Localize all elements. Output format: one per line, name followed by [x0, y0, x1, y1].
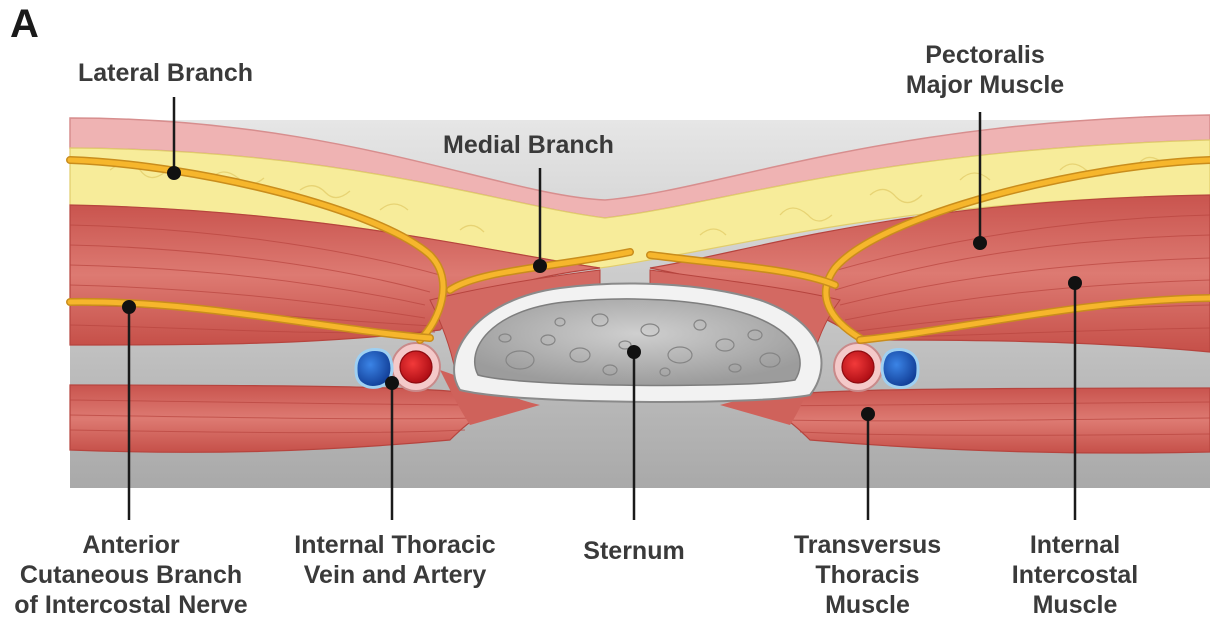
label-pectoralis-line1: Pectoralis	[890, 40, 1080, 70]
vein-right	[882, 350, 918, 388]
dot-thoracic	[385, 376, 399, 390]
label-thoracic: Internal Thoracic Vein and Artery	[275, 530, 515, 590]
label-transversus-line3: Muscle	[780, 590, 955, 620]
label-thoracic-line1: Internal Thoracic	[275, 530, 515, 560]
label-intercostal-line3: Muscle	[1005, 590, 1145, 620]
label-lateral-branch: Lateral Branch	[78, 58, 253, 88]
label-anterior: Anterior Cutaneous Branch of Intercostal…	[0, 530, 262, 620]
label-transversus-line2: Thoracis	[780, 560, 955, 590]
dot-transversus	[861, 407, 875, 421]
dot-pectoralis	[973, 236, 987, 250]
label-anterior-line1: Anterior	[0, 530, 262, 560]
dot-anterior	[122, 300, 136, 314]
label-intercostal-line2: Intercostal	[1005, 560, 1145, 590]
label-intercostal: Internal Intercostal Muscle	[1005, 530, 1145, 620]
label-thoracic-line2: Vein and Artery	[275, 560, 515, 590]
label-transversus-line1: Transversus	[780, 530, 955, 560]
artery-left	[400, 351, 432, 383]
dot-lateral-branch	[167, 166, 181, 180]
label-sternum: Sternum	[574, 536, 694, 566]
artery-right	[842, 351, 874, 383]
label-anterior-line2: Cutaneous Branch	[0, 560, 262, 590]
label-anterior-line3: of Intercostal Nerve	[0, 590, 262, 620]
dot-medial-branch	[533, 259, 547, 273]
label-transversus: Transversus Thoracis Muscle	[780, 530, 955, 620]
label-intercostal-line1: Internal	[1005, 530, 1145, 560]
dot-intercostal	[1068, 276, 1082, 290]
label-medial-branch: Medial Branch	[443, 130, 614, 160]
label-pectoralis-line2: Major Muscle	[890, 70, 1080, 100]
dot-sternum	[627, 345, 641, 359]
label-pectoralis: Pectoralis Major Muscle	[890, 40, 1080, 100]
